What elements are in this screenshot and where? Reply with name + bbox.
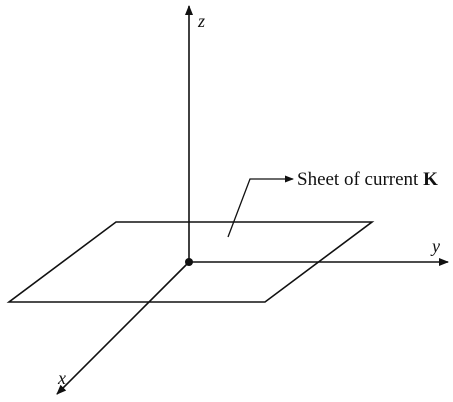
origin-point xyxy=(185,258,193,266)
current-sheet xyxy=(6,221,375,303)
x-axis xyxy=(56,261,190,395)
z-axis-label: z xyxy=(197,11,205,31)
y-axis-label: y xyxy=(430,236,440,256)
x-axis-label: x xyxy=(57,368,66,388)
callout-leader xyxy=(227,175,294,238)
sheet-of-current-text: Sheet of current xyxy=(297,169,423,190)
current-density-symbol: K xyxy=(423,169,438,190)
sheet-of-current-label: Sheet of current K xyxy=(297,169,438,190)
